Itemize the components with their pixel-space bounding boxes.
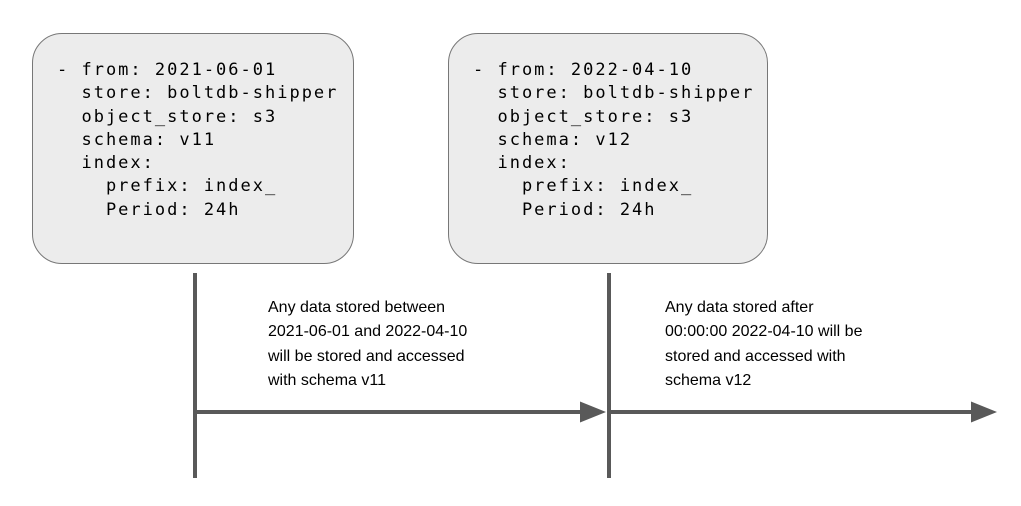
annotation-v11-period: Any data stored between 2021-06-01 and 2… (268, 299, 468, 389)
timeline-arrow-v11-period (193, 401, 606, 423)
arrowhead-icon (580, 401, 606, 423)
schema-config-box-v11: - from: 2021-06-01 store: boltdb-shipper… (32, 33, 354, 264)
schema-config-code-v12: - from: 2022-04-10 store: boltdb-shipper… (473, 60, 755, 220)
annotation-v12-period: Any data stored after 00:00:00 2022-04-1… (665, 299, 863, 389)
schema-config-code-v11: - from: 2021-06-01 store: boltdb-shipper… (57, 60, 339, 220)
timeline-arrow-v12-period (609, 401, 997, 423)
arrowhead-icon (971, 401, 997, 423)
schema-config-box-v12: - from: 2022-04-10 store: boltdb-shipper… (448, 33, 768, 264)
